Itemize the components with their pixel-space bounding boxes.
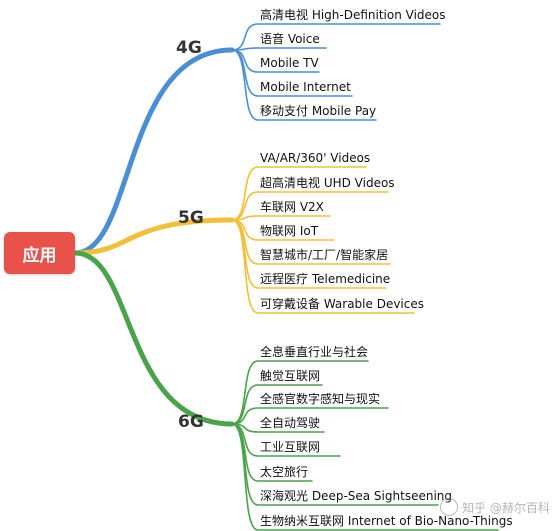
leaf-node[interactable]: 超高清电视 UHD Videos (260, 176, 395, 190)
watermark-text: 知乎 @赫尔百科 (462, 500, 550, 515)
leaf-node[interactable]: 可穿戴设备 Warable Devices (260, 297, 424, 311)
leaf-node[interactable]: 全息垂直行业与社会 (260, 345, 369, 359)
root-label: 应用 (22, 245, 57, 266)
branch-label-6g[interactable]: 6G (178, 412, 204, 432)
leaf-line-5g (231, 166, 367, 221)
leaf-line-6g (231, 360, 369, 425)
leaf-node[interactable]: Mobile Internet (260, 80, 351, 94)
leaf-line-4g (231, 47, 327, 51)
leaf-line-6g (231, 423, 499, 531)
leaf-node[interactable]: 车联网 V2X (260, 200, 324, 214)
leaf-node[interactable]: 太空旅行 (260, 465, 309, 479)
leaf-line-4g (231, 23, 441, 51)
leaf-node[interactable]: 工业互联网 (260, 440, 321, 454)
leaf-line-5g (231, 219, 415, 314)
leaf-node[interactable]: 全自动驾驶 (260, 416, 321, 430)
leaf-node[interactable]: 语音 Voice (260, 32, 320, 46)
leaf-line-5g (231, 215, 331, 221)
leaf-node[interactable]: 高清电视 High-Definition Videos (260, 8, 446, 22)
leaf-node[interactable]: 远程医疗 Telemedicine (260, 272, 391, 286)
leaf-node[interactable]: Mobile TV (260, 56, 319, 70)
watermark: 知乎 @赫尔百科 (440, 496, 550, 518)
branch-line-6g (72, 250, 235, 427)
leaf-node[interactable]: 物联网 IoT (260, 224, 319, 238)
leaf-line-6g (231, 407, 389, 425)
leaf-node[interactable]: 深海观光 Deep-Sea Sightseening (260, 489, 452, 503)
leaf-node[interactable]: 触觉互联网 (260, 369, 321, 383)
branch-line-5g (72, 217, 235, 256)
root-node[interactable]: 应用 (4, 232, 75, 274)
leaf-line-4g (231, 49, 377, 121)
leaf-node[interactable]: 移动支付 Mobile Pay (260, 104, 377, 118)
leaf-node[interactable]: 生物纳米互联网 Internet of Bio-Nano-Things (260, 514, 513, 528)
branch-line-4g (72, 47, 235, 256)
leaf-node[interactable]: VA/AR/360' Videos (260, 151, 371, 165)
branch-label-5g[interactable]: 5G (178, 208, 204, 228)
leaf-node[interactable]: 智慧城市/工厂/智能家居 (260, 248, 389, 262)
leaf-node[interactable]: 全感官数字感知与现实 (260, 392, 381, 406)
watermark-logo-icon (440, 498, 458, 516)
branch-label-4g[interactable]: 4G (176, 38, 202, 58)
